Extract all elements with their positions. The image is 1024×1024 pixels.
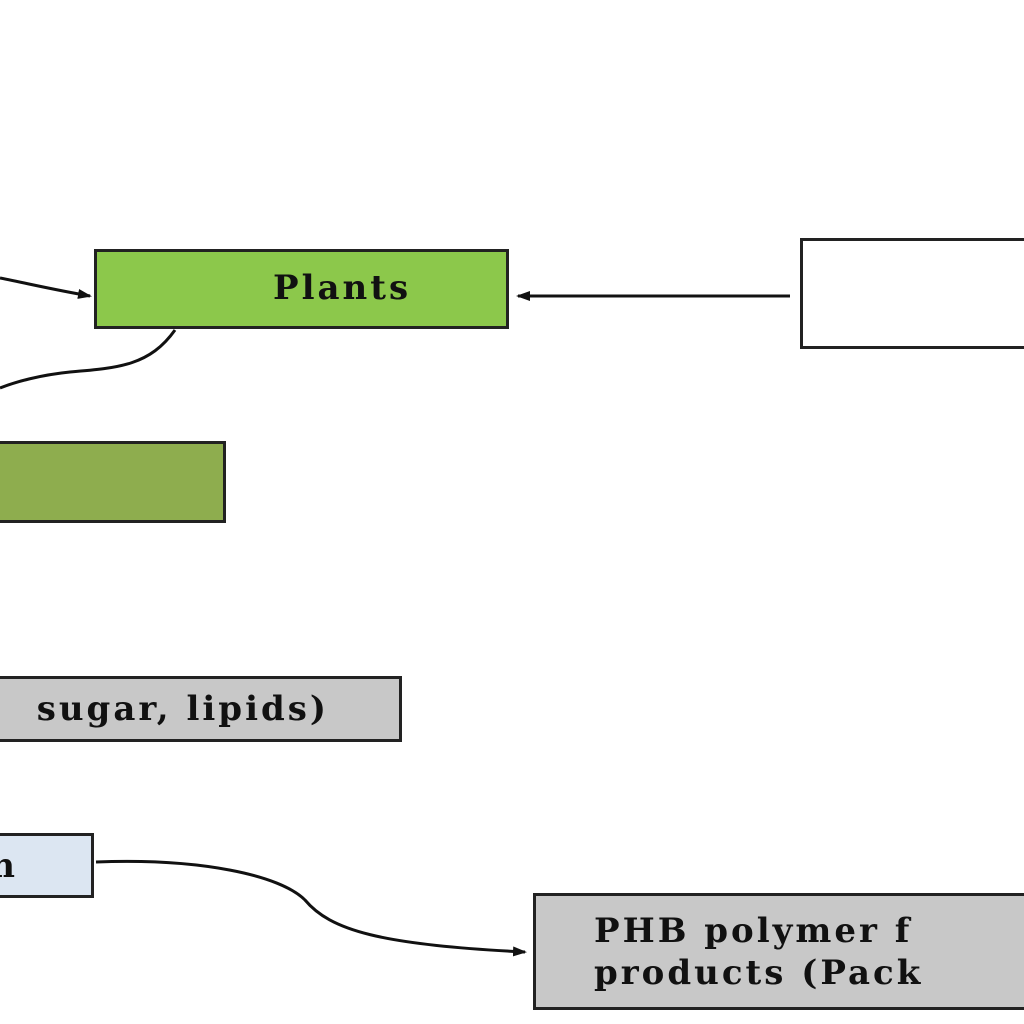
blue-node: n <box>0 833 94 898</box>
phb-products-line1: PHB polymer f <box>594 911 913 951</box>
plants-node: Plants <box>94 249 509 329</box>
blue-node-label: n <box>0 846 15 886</box>
phb-products-line2: products (Pack <box>594 953 924 993</box>
sugar-lipids-label: sugar, lipids) <box>36 689 329 729</box>
arrow-left-to-plants <box>0 276 92 299</box>
arrow-blue-to-phb <box>95 859 527 957</box>
phb-products-node: PHB polymer f products (Pack <box>533 893 1024 1010</box>
plants-node-label: Plants <box>273 268 412 308</box>
sugar-lipids-node: sugar, lipids) <box>0 676 402 742</box>
source-node <box>800 238 1024 349</box>
connector-plants-to-left <box>0 329 177 390</box>
green-node <box>0 441 226 523</box>
